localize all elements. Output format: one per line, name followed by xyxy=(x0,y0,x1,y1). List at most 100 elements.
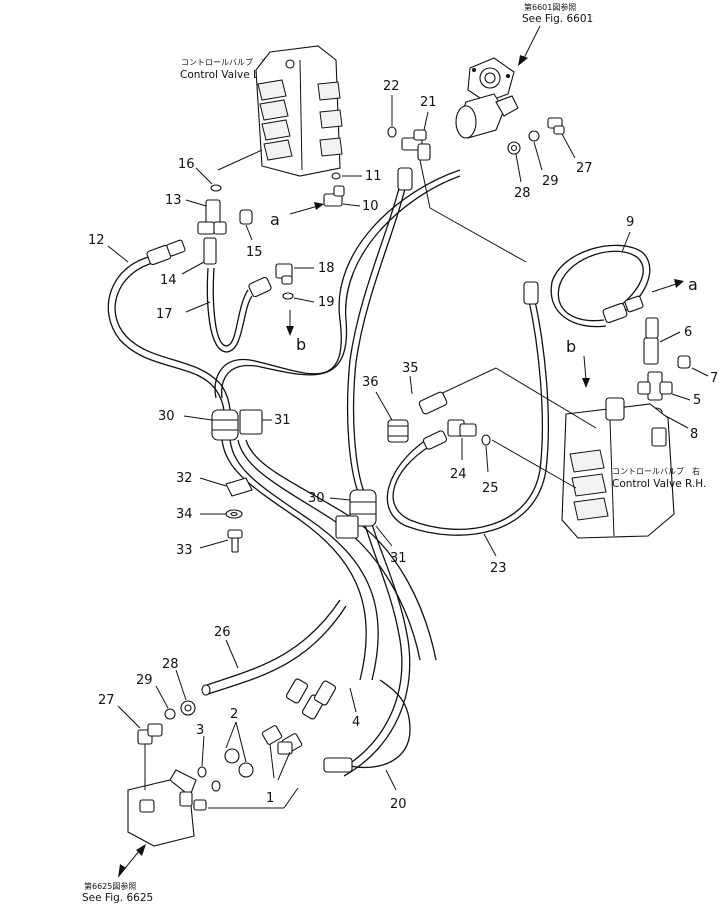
marker-a-left-arrow xyxy=(289,202,324,215)
hose-loop-left xyxy=(214,169,461,399)
callout-31-upper: 31 xyxy=(274,413,291,428)
valve-left-en: Control Valve L.H. xyxy=(180,69,273,81)
hose-9 xyxy=(550,244,651,328)
marker-b-left-arrow xyxy=(286,310,294,336)
bracket-31-upper xyxy=(239,409,263,435)
callout-21: 21 xyxy=(420,95,437,110)
ref-top-arrow xyxy=(518,25,541,66)
callout-14: 14 xyxy=(160,273,177,288)
part-27-elbow-top xyxy=(547,117,565,135)
callout-27-top: 27 xyxy=(576,161,593,176)
callout-17: 17 xyxy=(156,307,173,322)
callout-8: 8 xyxy=(690,427,698,442)
callout-3: 3 xyxy=(196,723,204,738)
part-34-washer xyxy=(225,509,243,519)
marker-a-left: a xyxy=(270,210,280,229)
marker-b-right: b xyxy=(566,337,576,356)
hose-17 xyxy=(206,267,272,353)
callout-19: 19 xyxy=(318,295,335,310)
bracket-31-lower xyxy=(335,515,359,539)
part-13-tee xyxy=(197,199,227,235)
callout-12: 12 xyxy=(88,233,105,248)
part-19-oring xyxy=(282,292,294,300)
valve-right-jp: コントロールバルブ 右 xyxy=(612,466,700,476)
part-1-elbows xyxy=(261,725,303,755)
callout-34: 34 xyxy=(176,507,193,522)
callout-15: 15 xyxy=(246,245,263,260)
marker-b-left: b xyxy=(296,335,306,354)
hose-4-fittings xyxy=(285,678,337,720)
part-11-oring xyxy=(331,172,341,180)
callout-10: 10 xyxy=(362,199,379,214)
callout-36: 36 xyxy=(362,375,379,390)
callout-26: 26 xyxy=(214,625,231,640)
callout-30-upper: 30 xyxy=(158,409,175,424)
clamp-30-upper xyxy=(211,409,239,441)
callout-7: 7 xyxy=(710,371,718,386)
control-valve-right xyxy=(561,397,675,539)
hose-12 xyxy=(107,239,232,441)
callout-18: 18 xyxy=(318,261,335,276)
part-36-clamp xyxy=(387,419,409,443)
callout-31-lower: 31 xyxy=(390,551,407,566)
callout-25: 25 xyxy=(482,481,499,496)
bottom-valve-block xyxy=(127,769,207,847)
callout-29-bottom: 29 xyxy=(136,673,153,688)
callout-2: 2 xyxy=(230,707,238,722)
part-29-ring-bottom xyxy=(164,708,176,720)
part-16-oring xyxy=(210,184,222,192)
top-swivel-housing xyxy=(455,57,519,139)
part-25-oring xyxy=(481,434,491,446)
callout-22: 22 xyxy=(383,79,400,94)
part-32-plate xyxy=(225,477,253,497)
valve-left-jp: コントロールバルブ 左 xyxy=(181,57,269,67)
ref-bottom-arrow xyxy=(118,844,146,878)
part-7-plug xyxy=(677,355,691,369)
callout-28-bottom: 28 xyxy=(162,657,179,672)
callout-33: 33 xyxy=(176,543,193,558)
ref-top-en: See Fig. 6601 xyxy=(522,13,593,25)
part-14-adapter xyxy=(203,237,217,265)
callout-11: 11 xyxy=(365,169,382,184)
part-5-tee xyxy=(637,371,673,401)
callout-23: 23 xyxy=(490,561,507,576)
callout-9: 9 xyxy=(626,215,634,230)
callout-27-bottom: 27 xyxy=(98,693,115,708)
part-10-elbow xyxy=(323,185,345,207)
ref-bottom-jp: 第6625図参照 xyxy=(84,881,136,891)
part-33-bolt xyxy=(227,529,243,553)
hose-20 xyxy=(323,679,411,773)
part-3-orings xyxy=(197,766,221,792)
part-21-tee xyxy=(401,129,431,161)
marker-a-right-arrow xyxy=(651,279,684,293)
callout-35: 35 xyxy=(402,361,419,376)
hose-center-long xyxy=(346,167,413,493)
callout-29-top: 29 xyxy=(542,174,559,189)
part-28-nut-bottom xyxy=(180,700,196,716)
marker-b-right-arrow xyxy=(582,355,590,388)
hose-26 xyxy=(201,599,347,696)
callout-24: 24 xyxy=(450,467,467,482)
part-18-elbow xyxy=(275,263,293,285)
callout-16: 16 xyxy=(178,157,195,172)
part-15-plug xyxy=(239,209,253,225)
part-29-ring-top xyxy=(528,130,540,142)
control-valve-left xyxy=(255,45,343,177)
callout-5: 5 xyxy=(693,393,701,408)
callout-4: 4 xyxy=(352,715,360,730)
part-27-elbow-bottom xyxy=(137,723,163,790)
bundle-hoses xyxy=(221,439,437,777)
part-28-nut-top xyxy=(507,141,521,155)
part-24-elbow xyxy=(447,419,477,437)
ref-bottom-en: See Fig. 6625 xyxy=(82,892,153,904)
hose-23 xyxy=(386,159,549,536)
ref-top-jp: 第6601図参照 xyxy=(524,2,576,12)
part-22-oring xyxy=(387,126,397,138)
callout-28-top: 28 xyxy=(514,186,531,201)
part-2-nuts xyxy=(224,748,254,778)
callout-6: 6 xyxy=(684,325,692,340)
part-6-adapter xyxy=(643,317,659,365)
callout-1: 1 xyxy=(266,791,274,806)
valve-right-en: Control Valve R.H. xyxy=(612,478,706,490)
hose-35 xyxy=(418,367,597,450)
